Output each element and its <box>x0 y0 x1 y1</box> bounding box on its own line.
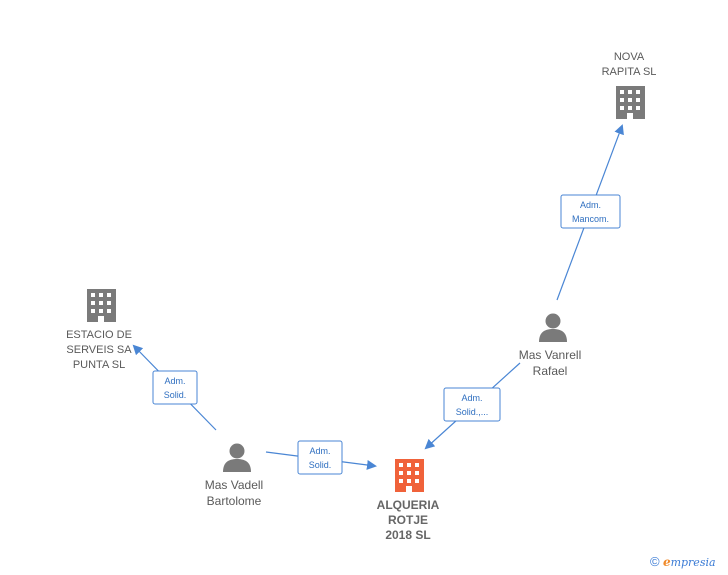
node-label: ESTACIO DE <box>66 329 132 341</box>
node-alqueria[interactable]: ALQUERIA ROTJE 2018 SL <box>377 459 440 542</box>
edge-label-box <box>297 440 343 475</box>
node-mas-vadell[interactable]: Mas Vadell Bartolome <box>205 443 263 509</box>
footer-brand: © empresia <box>650 554 716 569</box>
edge-label-box <box>443 387 501 422</box>
edge-label-line: Mancom. <box>572 214 609 224</box>
node-label: ALQUERIA <box>377 498 440 512</box>
copyright-icon: © <box>650 554 660 569</box>
node-nova-rapita[interactable]: NOVA RAPITA SL <box>602 51 657 119</box>
node-label: Bartolome <box>207 494 262 508</box>
edge-label-box <box>152 370 198 405</box>
edge-vadell-alqueria[interactable]: Adm. Solid. <box>265 440 377 475</box>
node-label: Rafael <box>533 364 568 378</box>
brand-logo-text: mpresia <box>670 556 716 569</box>
building-icon <box>87 289 116 322</box>
person-icon <box>223 443 251 472</box>
node-label: Mas Vanrell <box>519 348 581 362</box>
edge-label-line: Adm. <box>164 376 185 386</box>
node-label: ROTJE <box>388 513 428 527</box>
node-label: PUNTA SL <box>73 359 125 371</box>
edge-vadell-estacio[interactable]: Adm. Solid. <box>132 344 217 431</box>
person-icon <box>539 313 567 342</box>
brand-logo-e: e <box>662 555 671 569</box>
edge-label-line: Solid. <box>309 460 332 470</box>
edge-label-line: Adm. <box>461 393 482 403</box>
edge-label-line: Adm. <box>580 200 601 210</box>
building-icon <box>395 459 424 492</box>
node-label: NOVA <box>614 51 645 63</box>
edge-vanrell-alqueria[interactable]: Adm. Solid.,... <box>424 362 521 450</box>
node-mas-vanrell[interactable]: Mas Vanrell Rafael <box>519 313 581 379</box>
node-label: Mas Vadell <box>205 478 263 492</box>
edge-label-box <box>560 194 621 229</box>
node-estacio[interactable]: ESTACIO DE SERVEIS SA PUNTA SL <box>66 289 132 371</box>
edge-label-line: Adm. <box>309 446 330 456</box>
node-label: RAPITA SL <box>602 66 657 78</box>
edge-vanrell-nova[interactable]: Adm. Mancom. <box>556 124 624 301</box>
edge-label-line: Solid. <box>164 390 187 400</box>
node-label: SERVEIS SA <box>66 344 132 356</box>
building-icon <box>616 86 645 119</box>
edge-label-line: Solid.,... <box>456 407 489 417</box>
node-label: 2018 SL <box>385 528 430 542</box>
